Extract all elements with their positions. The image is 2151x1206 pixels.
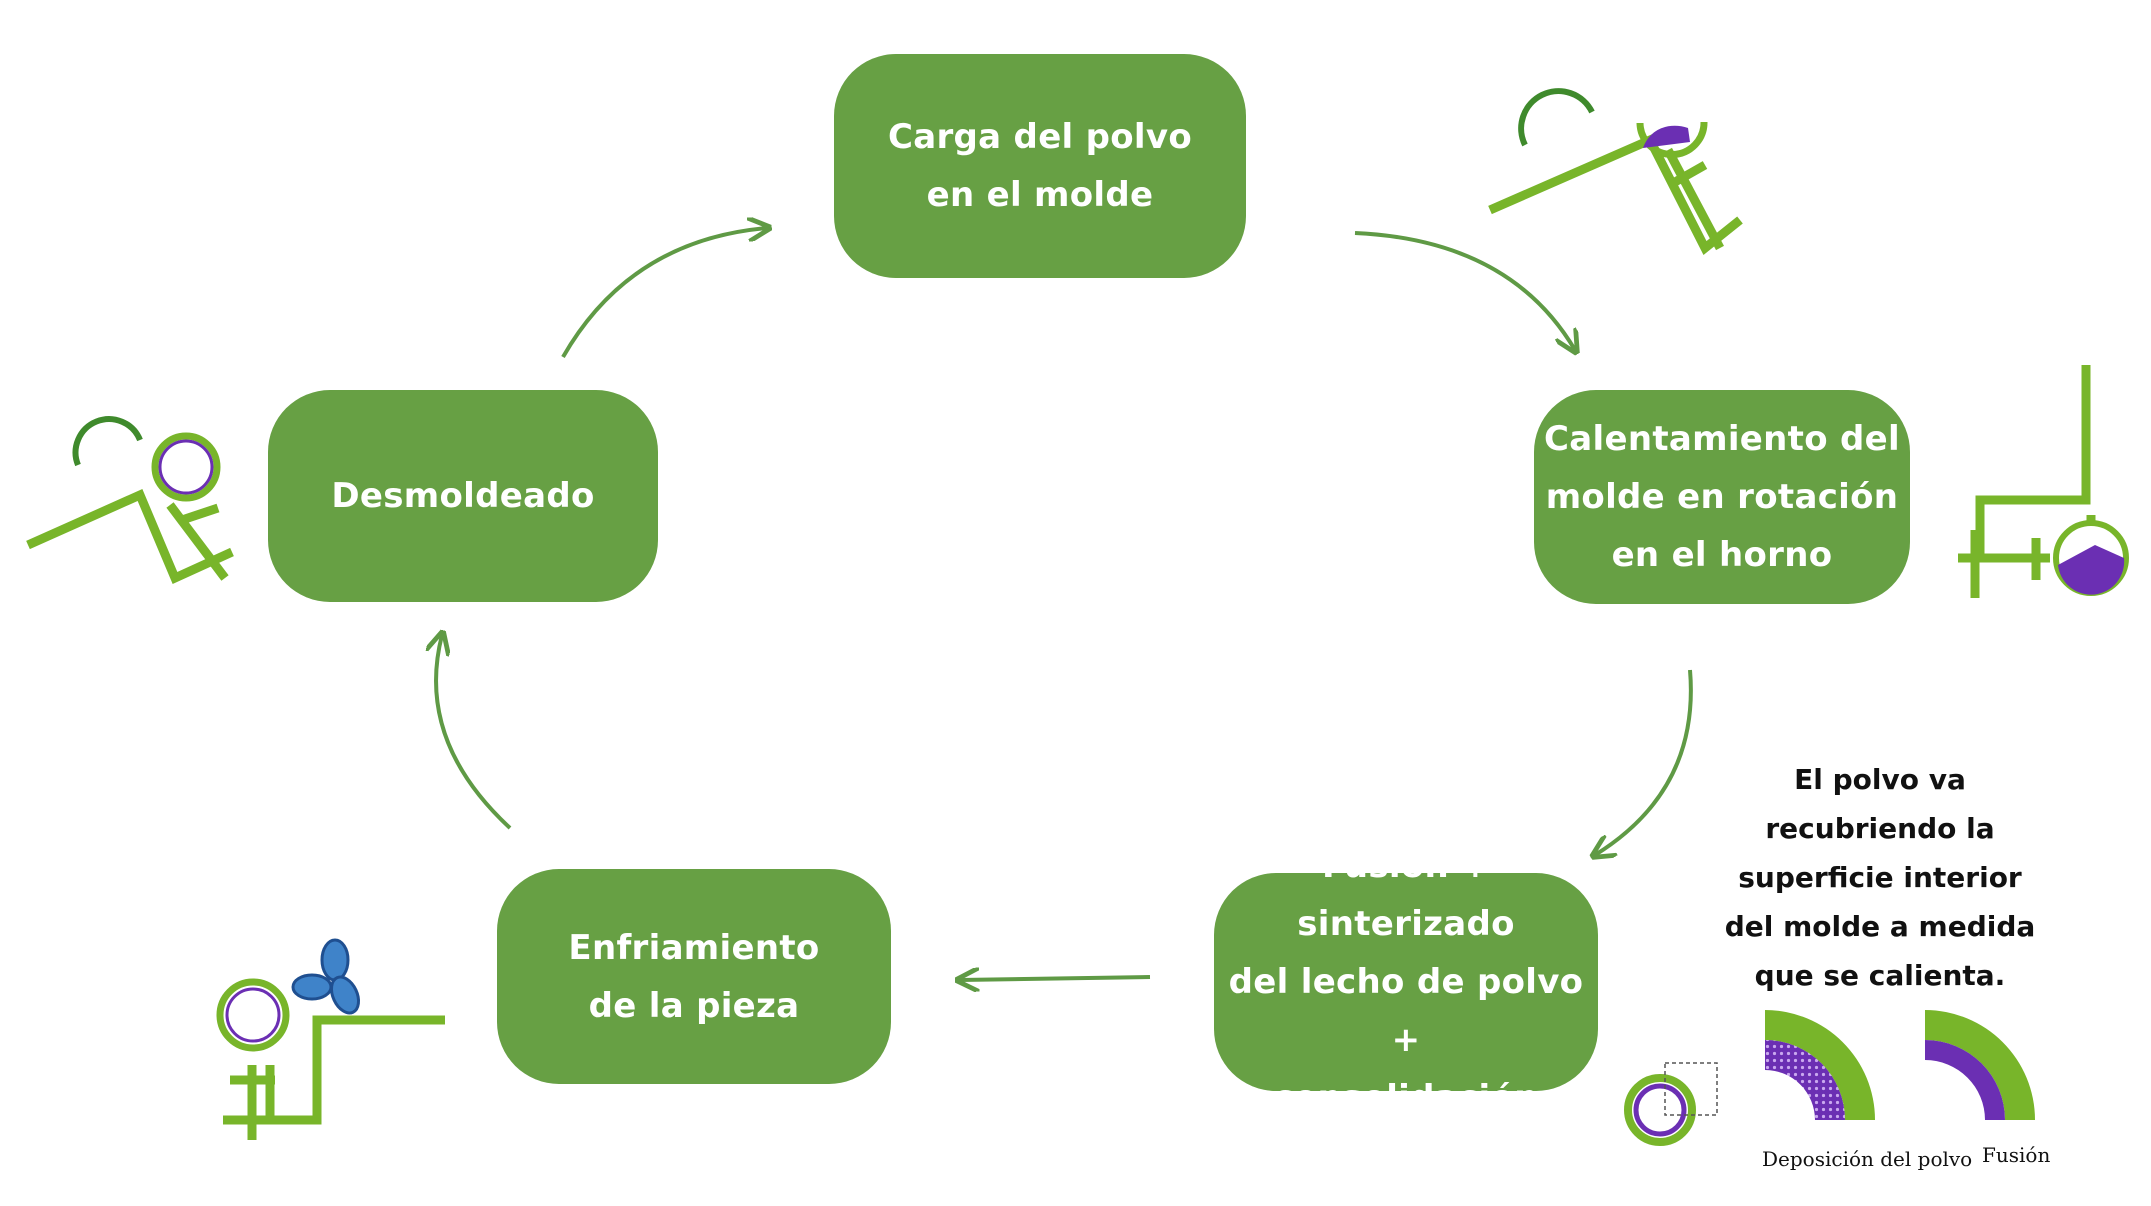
step-enfriamiento-line-2: de la pieza	[588, 985, 800, 1026]
oven-rotation-icon	[1958, 365, 2129, 598]
step-calentamiento: Calentamiento del molde en rotación en e…	[1534, 390, 1910, 604]
arrow-enfriamiento-to-desmoldeado	[436, 635, 512, 830]
note-line-5: que se calienta.	[1754, 959, 2006, 992]
arrow-calentamiento-to-fusion	[1595, 669, 1693, 855]
step-carga-line-2: en el molde	[926, 175, 1154, 215]
step-enfriamiento-line-1: Enfriamiento	[568, 927, 820, 968]
powder-coating-note: El polvo va recubriendo la superficie in…	[1700, 755, 2060, 1000]
step-desmoldeado: Desmoldeado	[268, 390, 658, 602]
note-line-4: del molde a medida	[1724, 910, 2036, 943]
step-carga-line-1: Carga del polvo	[887, 117, 1193, 157]
step-calentamiento-line-2: molde en rotación	[1545, 477, 1899, 517]
step-calentamiento-line-1: Calentamiento del	[1544, 419, 1900, 459]
arrow-desmoldeado-to-carga	[561, 228, 767, 358]
fusion-detail-icon	[1925, 1010, 2035, 1120]
arrow-carga-to-calentamiento	[1354, 231, 1575, 350]
cooling-fan-icon	[216, 938, 445, 1140]
deposition-detail-icon	[1765, 1010, 1875, 1120]
caption-fusion: Fusión	[1982, 1143, 2051, 1167]
step-fusion-sinterizado: Fusión + sinterizado del lecho de polvo …	[1214, 846, 1598, 1118]
step-carga-del-polvo: Carga del polvo en el molde	[834, 54, 1246, 278]
step-fusion-line-1: Fusión + sinterizado	[1297, 846, 1515, 944]
demolding-icon	[26, 416, 234, 585]
caption-deposicion: Deposición del polvo	[1762, 1147, 1973, 1171]
step-desmoldeado-line-1: Desmoldeado	[331, 476, 595, 516]
mold-section-icon	[1624, 1062, 1718, 1146]
note-line-3: superficie interior	[1738, 861, 2022, 894]
note-line-2: recubriendo la	[1765, 812, 1995, 845]
mold-loading-icon	[1488, 88, 1743, 255]
step-fusion-line-2: del lecho de polvo +	[1228, 962, 1584, 1060]
step-enfriamiento: Enfriamiento de la pieza	[497, 869, 891, 1084]
step-fusion-line-3: consolidación	[1273, 1078, 1539, 1118]
step-calentamiento-line-3: en el horno	[1611, 535, 1833, 575]
note-line-1: El polvo va	[1794, 763, 1966, 796]
arrow-fusion-to-enfriamiento	[960, 977, 1151, 980]
